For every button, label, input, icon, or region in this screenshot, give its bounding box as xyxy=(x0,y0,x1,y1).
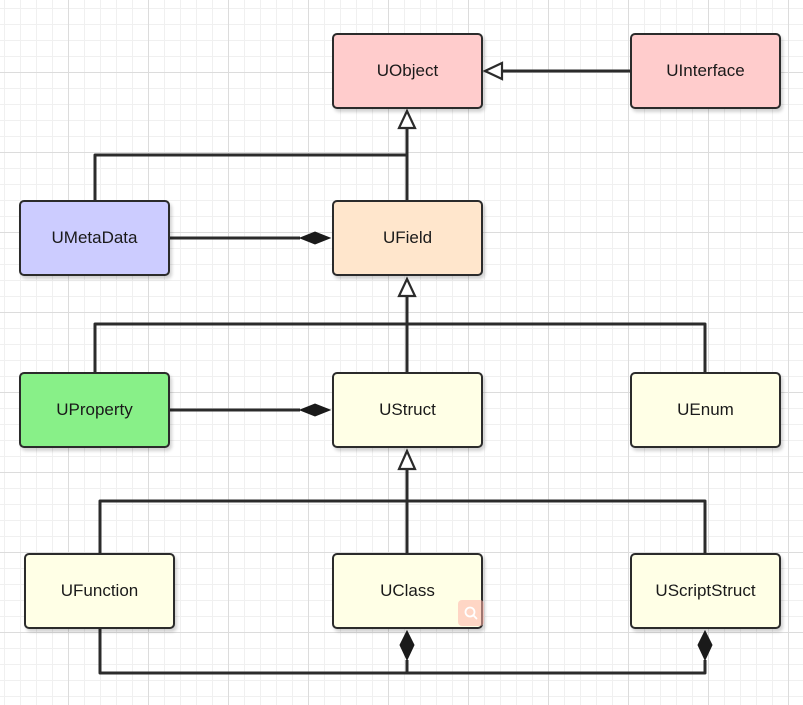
edge-umetadata-uobject xyxy=(93,153,407,200)
node-umetadata[interactable]: UMetaData xyxy=(19,200,170,276)
node-uobject[interactable]: UObject xyxy=(332,33,483,109)
diamond-ustruct-left xyxy=(298,403,332,417)
node-uclass-label: UClass xyxy=(380,581,435,600)
node-uenum[interactable]: UEnum xyxy=(630,372,781,448)
arrowhead-uobject-right xyxy=(482,61,504,81)
edge-ufunction-uclass-uscriptstruct xyxy=(98,629,707,675)
node-uinterface[interactable]: UInterface xyxy=(630,33,781,109)
node-uclass[interactable]: UClass xyxy=(332,553,483,629)
edge-uenum-ufield xyxy=(407,322,707,372)
node-ustruct-label: UStruct xyxy=(379,400,436,419)
arrowhead-uobject-bottom xyxy=(397,108,417,130)
diamond-ufield-left xyxy=(298,231,332,245)
search-icon xyxy=(464,606,478,620)
node-umetadata-label: UMetaData xyxy=(51,228,138,247)
node-uobject-label: UObject xyxy=(376,61,439,80)
node-uenum-label: UEnum xyxy=(677,400,734,419)
node-ufield[interactable]: UField xyxy=(332,200,483,276)
node-ufunction-label: UFunction xyxy=(60,581,139,600)
arrowhead-ufield-bottom xyxy=(397,276,417,298)
diamond-uscriptstruct-bottom xyxy=(697,629,713,662)
node-uinterface-label: UInterface xyxy=(666,61,745,80)
node-uproperty-label: UProperty xyxy=(56,400,133,419)
node-uscriptstruct-label: UScriptStruct xyxy=(655,581,756,600)
node-uscriptstruct[interactable]: UScriptStruct xyxy=(630,553,781,629)
node-uproperty[interactable]: UProperty xyxy=(19,372,170,448)
edge-ufunction-ustruct xyxy=(98,499,407,553)
node-ufunction[interactable]: UFunction xyxy=(24,553,175,629)
diamond-uclass-bottom xyxy=(399,629,415,662)
arrowhead-ustruct-bottom xyxy=(397,448,417,471)
edge-uscriptstruct-ustruct xyxy=(407,499,707,553)
node-ustruct[interactable]: UStruct xyxy=(332,372,483,448)
search-badge[interactable] xyxy=(458,600,484,626)
node-ufield-label: UField xyxy=(382,228,433,247)
edge-uproperty-ufield xyxy=(93,322,407,372)
